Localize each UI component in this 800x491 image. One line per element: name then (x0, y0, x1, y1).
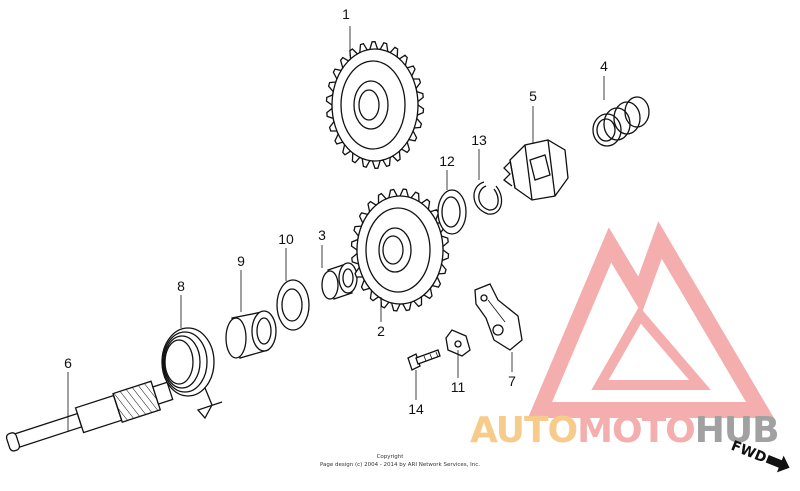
watermark-moto: MOTO (577, 410, 695, 451)
part-1-gear (325, 41, 425, 169)
part-14-bolt (407, 349, 441, 371)
part-13-circlip (473, 181, 503, 215)
watermark-logo: AUTOMOTOHUB (470, 221, 780, 451)
part-number-labels: 1 2 3 4 5 6 7 8 9 10 11 12 13 14 (64, 6, 608, 417)
watermark-text: AUTOMOTOHUB (470, 410, 779, 451)
label-part-8: 8 (177, 278, 185, 294)
part-11-clip (445, 329, 471, 357)
copyright-line-2: Page design (c) 2004 - 2014 by ARI Netwo… (320, 462, 480, 468)
part-7-plate (474, 283, 523, 351)
label-part-10: 10 (278, 231, 294, 247)
copyright-notice: Copyright Page design (c) 2004 - 2014 by… (320, 454, 480, 468)
part-6-shaft (5, 380, 174, 452)
label-part-6: 6 (64, 355, 72, 371)
watermark-auto: AUTO (470, 410, 577, 451)
part-4-spring (592, 96, 650, 147)
fwd-arrow-icon (765, 455, 790, 473)
label-part-12: 12 (439, 153, 455, 169)
label-part-2: 2 (377, 323, 385, 339)
part-3-collar (321, 262, 358, 300)
label-part-4: 4 (600, 58, 608, 74)
part-2-gear (350, 188, 450, 312)
label-part-7: 7 (508, 373, 516, 389)
label-part-14: 14 (408, 401, 424, 417)
part-9-bushing (225, 310, 277, 359)
label-part-13: 13 (471, 132, 487, 148)
part-10-washer (276, 279, 310, 331)
leader-lines (67, 26, 605, 432)
label-part-3: 3 (318, 227, 326, 243)
label-part-11: 11 (451, 379, 466, 395)
label-part-5: 5 (529, 88, 537, 104)
label-part-9: 9 (237, 253, 245, 269)
part-12-washer (437, 189, 467, 235)
copyright-line-1: Copyright (377, 454, 405, 460)
watermark-hub: HUB (695, 410, 779, 451)
label-part-1: 1 (342, 6, 350, 22)
part-8-torsion-spring (161, 327, 223, 420)
part-5-ratchet (503, 139, 569, 201)
